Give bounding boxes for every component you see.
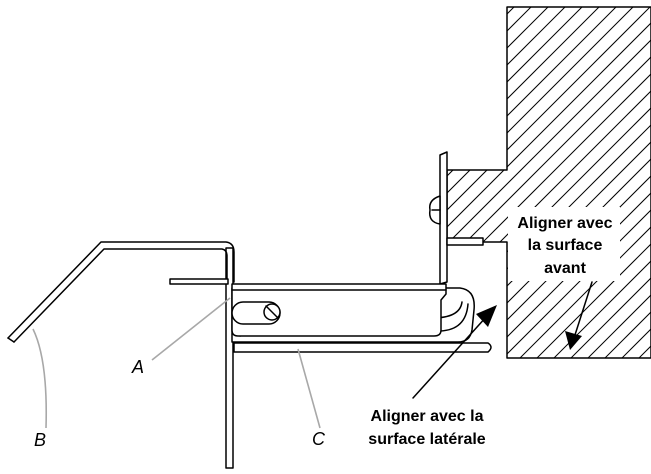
- leader-lines: [32, 281, 593, 429]
- hatch-line: [525, 7, 651, 358]
- hatch-line: [474, 7, 651, 358]
- label-b: B: [34, 430, 46, 450]
- hatch-line: [0, 0, 334, 420]
- leader-front: [573, 281, 593, 339]
- hatch-line: [447, 7, 651, 358]
- hatch-line: [447, 7, 651, 358]
- hatch-line: [0, 0, 317, 420]
- label-a: A: [131, 357, 144, 377]
- arrowhead-front-icon: [565, 331, 582, 350]
- hatch-line: [457, 7, 651, 358]
- hatch-line: [447, 7, 651, 358]
- front-label-line1: Aligner avec: [517, 215, 612, 232]
- hatch-line: [542, 7, 651, 358]
- front-label-bg: [508, 207, 620, 281]
- hatch-line: [0, 0, 402, 420]
- mounting-flange: [428, 151, 484, 285]
- front-label-line3: avant: [544, 260, 586, 277]
- arrowhead-side-icon: [476, 305, 497, 327]
- hatch-line: [491, 7, 651, 358]
- hatch-line: [576, 7, 651, 358]
- side-label-line2: surface latérale: [368, 431, 486, 448]
- label-c: C: [312, 429, 326, 449]
- rail-c: [233, 342, 492, 353]
- hatch-line: [0, 0, 300, 420]
- hatch-line: [447, 7, 522, 358]
- hatch-line: [559, 7, 651, 358]
- hatch-line: [0, 0, 368, 420]
- leader-side: [412, 315, 488, 399]
- hatch-line: [0, 0, 419, 420]
- hatch-line: [447, 7, 471, 358]
- bracket-a: [231, 283, 447, 337]
- front-label-line2: la surface: [528, 237, 603, 254]
- hatch-line: [447, 7, 641, 358]
- hatch-line: [447, 7, 651, 358]
- hatch-line: [447, 7, 556, 358]
- hatch-line: [447, 7, 488, 358]
- hatch-line: [0, 0, 385, 420]
- hatch-line: [447, 7, 539, 358]
- hatch-line: [0, 0, 351, 420]
- hatch-line: [447, 7, 651, 358]
- hatch-line: [508, 7, 651, 358]
- hatch-line: [644, 7, 651, 358]
- hatch-line: [447, 7, 607, 358]
- hatch-line: [447, 7, 454, 358]
- tab: [169, 278, 229, 285]
- panel-b: [7, 241, 235, 343]
- side-label-line1: Aligner avec la: [371, 408, 484, 425]
- leader-a: [151, 297, 231, 361]
- leader-c: [297, 348, 321, 429]
- hatch-line: [447, 7, 624, 358]
- leader-b: [32, 328, 48, 429]
- hatch-line: [447, 7, 590, 358]
